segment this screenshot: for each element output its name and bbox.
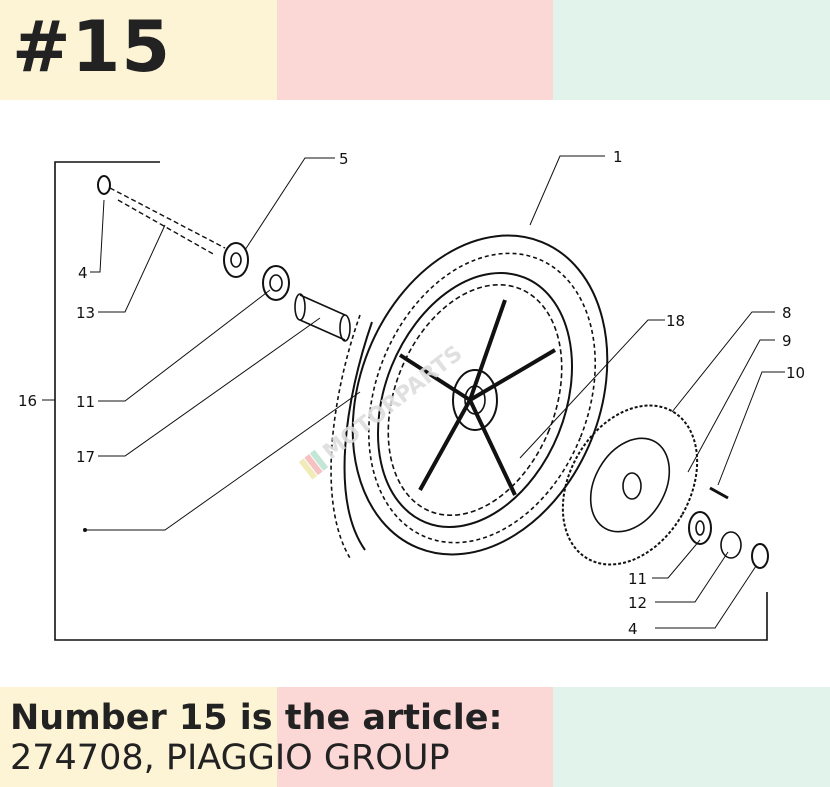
callout-17: 17 [76,448,95,466]
footer-band-pink [276,687,554,787]
callout-4-right: 4 [628,620,638,638]
footer-band [0,687,830,787]
callout-8: 8 [782,304,792,322]
article-caption-heading: Number 15 is the article: [10,698,503,738]
callout-13: 13 [76,304,95,322]
callout-12: 12 [628,594,647,612]
callout-16: 16 [18,392,37,410]
callout-9: 9 [782,332,792,350]
article-caption-detail: 274708, PIAGGIO GROUP [10,738,450,778]
rim [377,272,573,528]
callout-5: 5 [339,150,349,168]
footer-band-yellow [0,687,277,787]
callout-11-left: 11 [76,393,95,411]
callout-4-left: 4 [78,264,88,282]
callout-18: 18 [666,312,685,330]
header-band-pink [276,0,554,100]
brake-disc [561,404,699,566]
header-band-yellow [0,0,277,100]
callout-1: 1 [613,148,623,166]
exploded-wheel-diagram: MOTORPARTS 1 5 4 13 11 17 16 18 8 9 10 1… [18,148,805,641]
item-number-title: #15 [12,6,172,88]
callout-10: 10 [786,364,805,382]
header-band-green [553,0,830,100]
footer-band-green [553,687,830,787]
header-band [0,0,830,100]
tyre [351,234,609,556]
callout-11-right: 11 [628,570,647,588]
